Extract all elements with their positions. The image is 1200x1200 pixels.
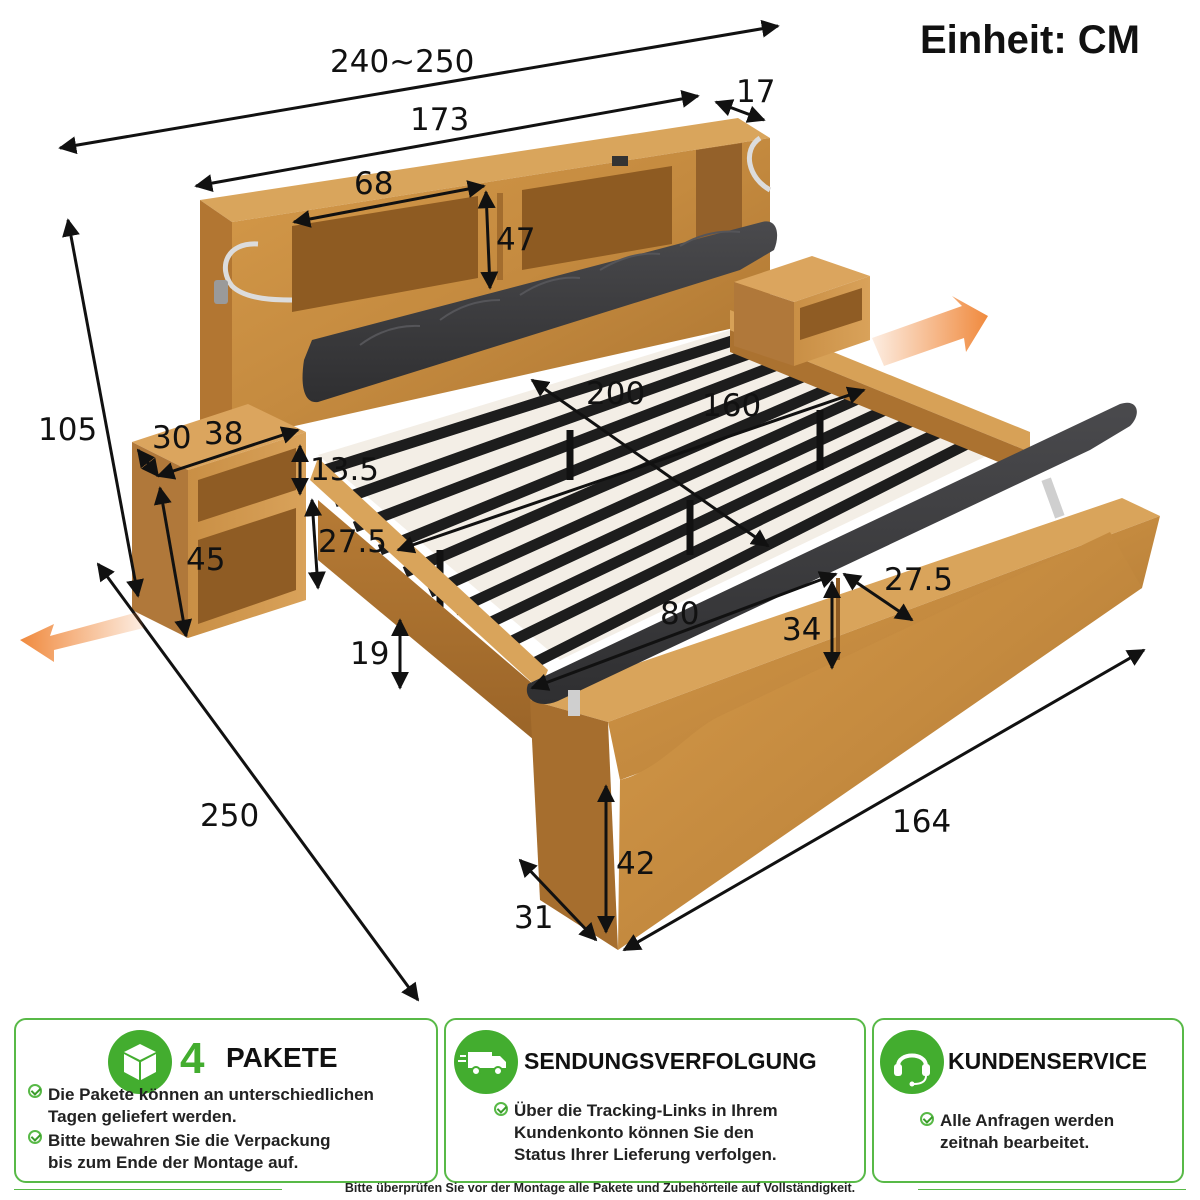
dim-total-width: 240~250 bbox=[330, 44, 474, 80]
check-icon bbox=[28, 1084, 42, 1098]
check-icon bbox=[494, 1102, 508, 1116]
dim-mattress-width: 160 bbox=[702, 388, 761, 424]
service-title: KUNDENSERVICE bbox=[948, 1048, 1147, 1074]
check-icon bbox=[28, 1130, 42, 1144]
packages-line-1: Die Pakete können an unterschiedlichen bbox=[48, 1085, 374, 1104]
tracking-title: SENDUNGSVERFOLGUNG bbox=[524, 1048, 817, 1074]
dim-total-height: 105 bbox=[38, 412, 97, 448]
dim-compartment-height: 34 bbox=[782, 612, 821, 648]
dim-shelf-width: 68 bbox=[354, 166, 393, 202]
check-icon bbox=[920, 1112, 934, 1126]
dim-nightstand-compartment: 27.5 bbox=[318, 524, 387, 560]
right-nightstand bbox=[734, 256, 870, 366]
package-box-icon bbox=[108, 1030, 172, 1094]
dim-bench-depth: 31 bbox=[514, 900, 553, 936]
footnote-rule-right bbox=[918, 1189, 1186, 1190]
packages-box: 4 PAKETE Die Pakete können an unterschie… bbox=[14, 1018, 438, 1183]
headset-icon bbox=[880, 1030, 944, 1094]
right-move-arrow bbox=[872, 296, 988, 366]
left-move-arrow bbox=[20, 612, 144, 662]
tracking-line-1: Über die Tracking-Links in Ihrem bbox=[514, 1101, 778, 1120]
tracking-line-3: Status Ihrer Lieferung verfolgen. bbox=[514, 1145, 777, 1164]
dim-leg-clearance: 19 bbox=[350, 636, 389, 672]
dimension-lines bbox=[58, 19, 1146, 1002]
dim-nightstand-top: 13.5 bbox=[310, 452, 379, 488]
packages-line-4: bis zum Ende der Montage auf. bbox=[48, 1153, 299, 1172]
dim-total-length: 250 bbox=[200, 798, 259, 834]
dim-nightstand-depth: 30 bbox=[152, 420, 191, 456]
service-box: KUNDENSERVICE Alle Anfragen werden zeitn… bbox=[872, 1018, 1184, 1183]
dim-shelf-height: 47 bbox=[496, 222, 535, 258]
headboard-cushion bbox=[302, 221, 778, 403]
delivery-truck-icon bbox=[454, 1030, 518, 1094]
packages-line-3: Bitte bewahren Sie die Verpackung bbox=[48, 1131, 331, 1150]
dim-nightstand-height: 45 bbox=[186, 542, 225, 578]
packages-title: PAKETE bbox=[226, 1042, 338, 1073]
footnote-rule-left bbox=[14, 1189, 282, 1190]
dim-headboard-depth: 17 bbox=[736, 74, 775, 110]
service-line-1: Alle Anfragen werden bbox=[940, 1111, 1115, 1130]
packages-count: 4 bbox=[180, 1034, 205, 1083]
unit-label: Einheit: CM bbox=[920, 18, 1140, 62]
footnote: Bitte überprüfen Sie vor der Montage all… bbox=[344, 1181, 856, 1195]
dim-mattress-length: 200 bbox=[586, 376, 645, 412]
dim-compartment-depth: 27.5 bbox=[884, 562, 953, 598]
packages-line-2: Tagen geliefert werden. bbox=[48, 1107, 237, 1126]
dim-headboard-width: 173 bbox=[410, 102, 469, 138]
bed-diagram: 240~250 173 17 68 47 105 30 38 13.5 27.5… bbox=[20, 19, 1160, 1002]
dim-compartment-width: 80 bbox=[660, 596, 699, 632]
tracking-box: SENDUNGSVERFOLGUNG Über die Tracking-Lin… bbox=[444, 1018, 866, 1183]
dim-bench-height: 42 bbox=[616, 846, 655, 882]
dim-nightstand-width: 38 bbox=[204, 416, 243, 452]
service-line-2: zeitnah bearbeitet. bbox=[940, 1133, 1090, 1152]
dim-bench-width: 164 bbox=[892, 804, 951, 840]
tracking-line-2: Kundenkonto können Sie den bbox=[514, 1123, 754, 1142]
